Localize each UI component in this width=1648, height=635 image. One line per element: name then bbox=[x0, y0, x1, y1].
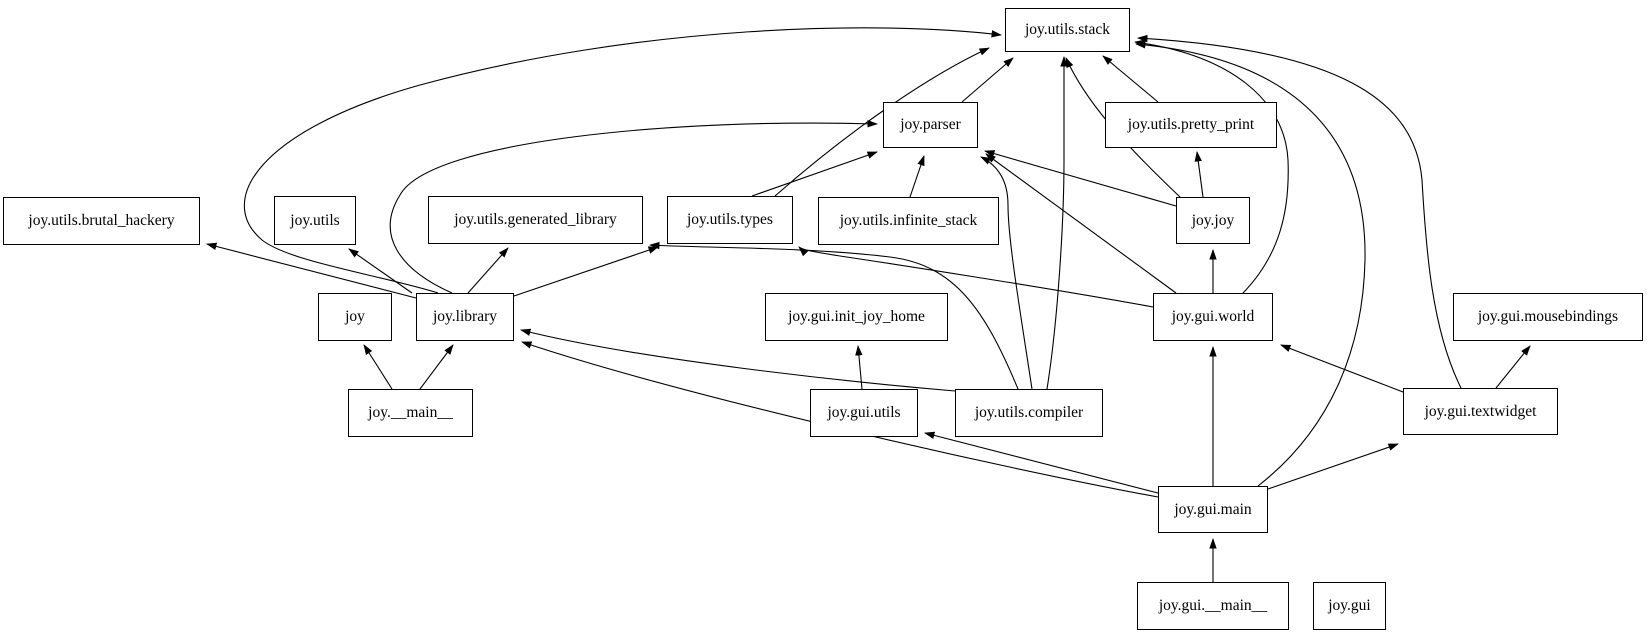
node-label-joy-utils-stack: joy.utils.stack bbox=[1024, 21, 1111, 38]
node-joy-gui-world: joy.gui.world bbox=[1153, 293, 1273, 341]
node-label-joy-library: joy.library bbox=[433, 308, 497, 325]
edge-joy-gui-main-to-joy-utils-stack bbox=[1135, 41, 1366, 487]
node-label-joy-utils-infinite-stack: joy.utils.infinite_stack bbox=[839, 212, 978, 229]
edge-joy-parser-to-joy-utils-stack bbox=[961, 57, 1014, 103]
edge-joy-gui-textwidget-to-joy-gui-mousebindings bbox=[1495, 345, 1531, 389]
node-label-joy-utils: joy.utils bbox=[290, 211, 340, 229]
edge-joy-utils-compiler-to-joy-utils-stack bbox=[1046, 56, 1068, 390]
node-joy-utils-stack: joy.utils.stack bbox=[1005, 8, 1130, 52]
edge-joy-joy-to-joy-parser bbox=[984, 150, 1177, 207]
edge-joy-joy-to-joy-utils-pretty-print bbox=[1194, 151, 1204, 198]
edge-joy-library-to-joy-utils-stack bbox=[243, 27, 1002, 294]
node-label-joy-utils-generated-library: joy.utils.generated_library bbox=[454, 211, 617, 228]
node-label-joy-utils-pretty-print: joy.utils.pretty_print bbox=[1127, 116, 1255, 133]
node-label-joy-utils-brutal-hackery: joy.utils.brutal_hackery bbox=[28, 212, 175, 229]
node-label-joy-gui-main-module: joy.gui.__main__ bbox=[1158, 597, 1268, 614]
node-joy-gui-mousebindings: joy.gui.mousebindings bbox=[1453, 293, 1643, 341]
node-joy-parser: joy.parser bbox=[883, 102, 978, 148]
edge-joy-library-to-joy-utils-types bbox=[513, 246, 659, 297]
edge-joy-main-to-joy bbox=[363, 344, 393, 390]
edge-joy-gui-main-to-joy-gui-textwidget bbox=[1267, 443, 1399, 490]
node-joy-utils-infinite-stack: joy.utils.infinite_stack bbox=[818, 197, 999, 245]
node-joy-gui-textwidget: joy.gui.textwidget bbox=[1403, 388, 1558, 435]
edge-joy-gui-world-to-joy-parser bbox=[985, 153, 1177, 294]
node-label-joy-joy: joy.joy bbox=[1191, 211, 1235, 229]
edge-joy-utils-compiler-to-joy-library bbox=[520, 328, 956, 392]
edge-joy-utils-compiler-to-joy-parser bbox=[980, 156, 1033, 390]
node-joy-gui-main-module: joy.gui.__main__ bbox=[1137, 582, 1289, 630]
node-label-joy-utils-compiler: joy.utils.compiler bbox=[974, 404, 1084, 421]
node-joy-utils-types: joy.utils.types bbox=[667, 196, 793, 244]
node-label-joy-gui-utils: joy.gui.utils bbox=[827, 404, 901, 421]
node-joy-utils-pretty-print: joy.utils.pretty_print bbox=[1105, 102, 1277, 148]
edge-joy-gui-utils-to-joy-gui-init-joy-home bbox=[855, 345, 863, 390]
edge-joy-gui-textwidget-to-joy-utils-stack bbox=[1137, 34, 1462, 389]
edge-joy-utils-infinite-stack-to-joy-parser bbox=[909, 155, 925, 198]
node-joy-utils-generated-library: joy.utils.generated_library bbox=[428, 196, 643, 244]
node-joy-gui: joy.gui bbox=[1313, 582, 1386, 630]
node-joy-gui-main: joy.gui.main bbox=[1158, 486, 1268, 533]
node-label-joy-gui-textwidget: joy.gui.textwidget bbox=[1424, 402, 1537, 420]
node-label-joy-gui-main: joy.gui.main bbox=[1174, 500, 1252, 518]
edge-joy-main-to-joy-library bbox=[419, 344, 454, 390]
node-joy-utils-brutal-hackery: joy.utils.brutal_hackery bbox=[3, 197, 200, 245]
node-label-joy-main: joy.__main__ bbox=[368, 404, 453, 421]
edge-joy-gui-world-to-joy-utils-types bbox=[798, 246, 1154, 308]
node-label-joy-gui-world: joy.gui.world bbox=[1171, 308, 1255, 325]
edge-joy-library-to-joy-parser bbox=[389, 120, 878, 294]
node-joy-utils: joy.utils bbox=[274, 196, 356, 245]
edge-joy-utils-compiler-to-joy-utils-generated-library bbox=[649, 241, 1019, 390]
node-joy-joy: joy.joy bbox=[1176, 197, 1250, 244]
edge-joy-gui-world-to-joy-utils-stack bbox=[1134, 39, 1289, 294]
edge-joy-library-to-joy-utils-brutal-hackery bbox=[206, 242, 417, 299]
node-joy-library: joy.library bbox=[416, 293, 514, 341]
edge-joy-utils-pretty-print-to-joy-utils-stack bbox=[1102, 55, 1159, 103]
node-label-joy-gui-mousebindings: joy.gui.mousebindings bbox=[1477, 308, 1619, 325]
node-label-joy-gui: joy.gui bbox=[1328, 597, 1371, 614]
node-joy-main: joy.__main__ bbox=[348, 389, 473, 437]
edge-joy-utils-types-to-joy-parser bbox=[751, 151, 878, 197]
node-joy-gui-utils: joy.gui.utils bbox=[810, 389, 918, 437]
node-joy-utils-compiler: joy.utils.compiler bbox=[955, 389, 1103, 437]
node-label-joy: joy bbox=[345, 308, 365, 325]
edge-joy-library-to-joy-utils-generated-library bbox=[467, 247, 509, 294]
node-label-joy-gui-init-joy-home: joy.gui.init_joy_home bbox=[788, 308, 925, 325]
edge-joy-gui-main-to-joy-gui-utils bbox=[924, 431, 1159, 494]
node-joy: joy bbox=[318, 293, 392, 341]
node-label-joy-parser: joy.parser bbox=[900, 116, 961, 133]
edge-joy-library-to-joy-utils bbox=[348, 248, 413, 294]
edge-joy-gui-textwidget-to-joy-gui-world bbox=[1280, 344, 1404, 393]
node-label-joy-utils-types: joy.utils.types bbox=[687, 211, 773, 228]
node-joy-gui-init-joy-home: joy.gui.init_joy_home bbox=[765, 293, 948, 341]
